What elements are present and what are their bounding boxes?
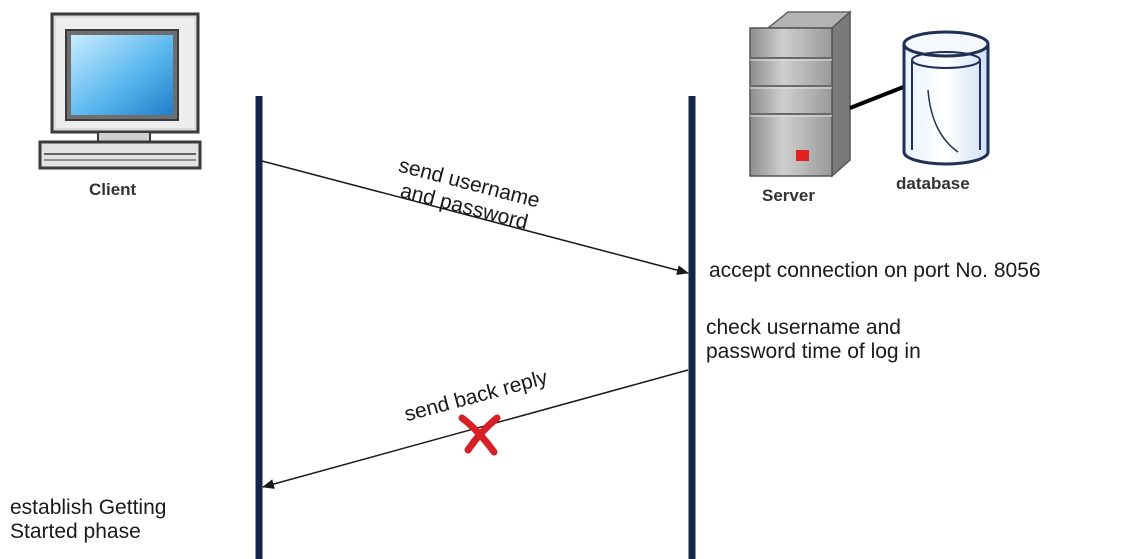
client-establish-note-line1: establish Getting bbox=[10, 496, 167, 519]
server-label: Server bbox=[762, 186, 815, 205]
client-label: Client bbox=[89, 180, 137, 199]
server-accept-note: accept connection on port No. 8056 bbox=[709, 259, 1041, 282]
server-check-note-line2: password time of log in bbox=[706, 340, 921, 364]
database-label: database bbox=[896, 174, 970, 193]
server-check-note-line1: check username and bbox=[706, 316, 901, 339]
server-tower-icon bbox=[749, 10, 852, 178]
request-arrow bbox=[261, 160, 689, 276]
database-cylinder-icon bbox=[902, 30, 990, 166]
failure-x-icon bbox=[458, 414, 501, 456]
client-establish-note-line2: Started phase bbox=[10, 520, 141, 544]
server-database-connector bbox=[849, 84, 907, 110]
client-establish-note: establish Getting Started phase bbox=[10, 496, 166, 544]
server-check-note: check username and password time of log … bbox=[706, 316, 921, 364]
desktop-computer-icon bbox=[38, 12, 202, 170]
